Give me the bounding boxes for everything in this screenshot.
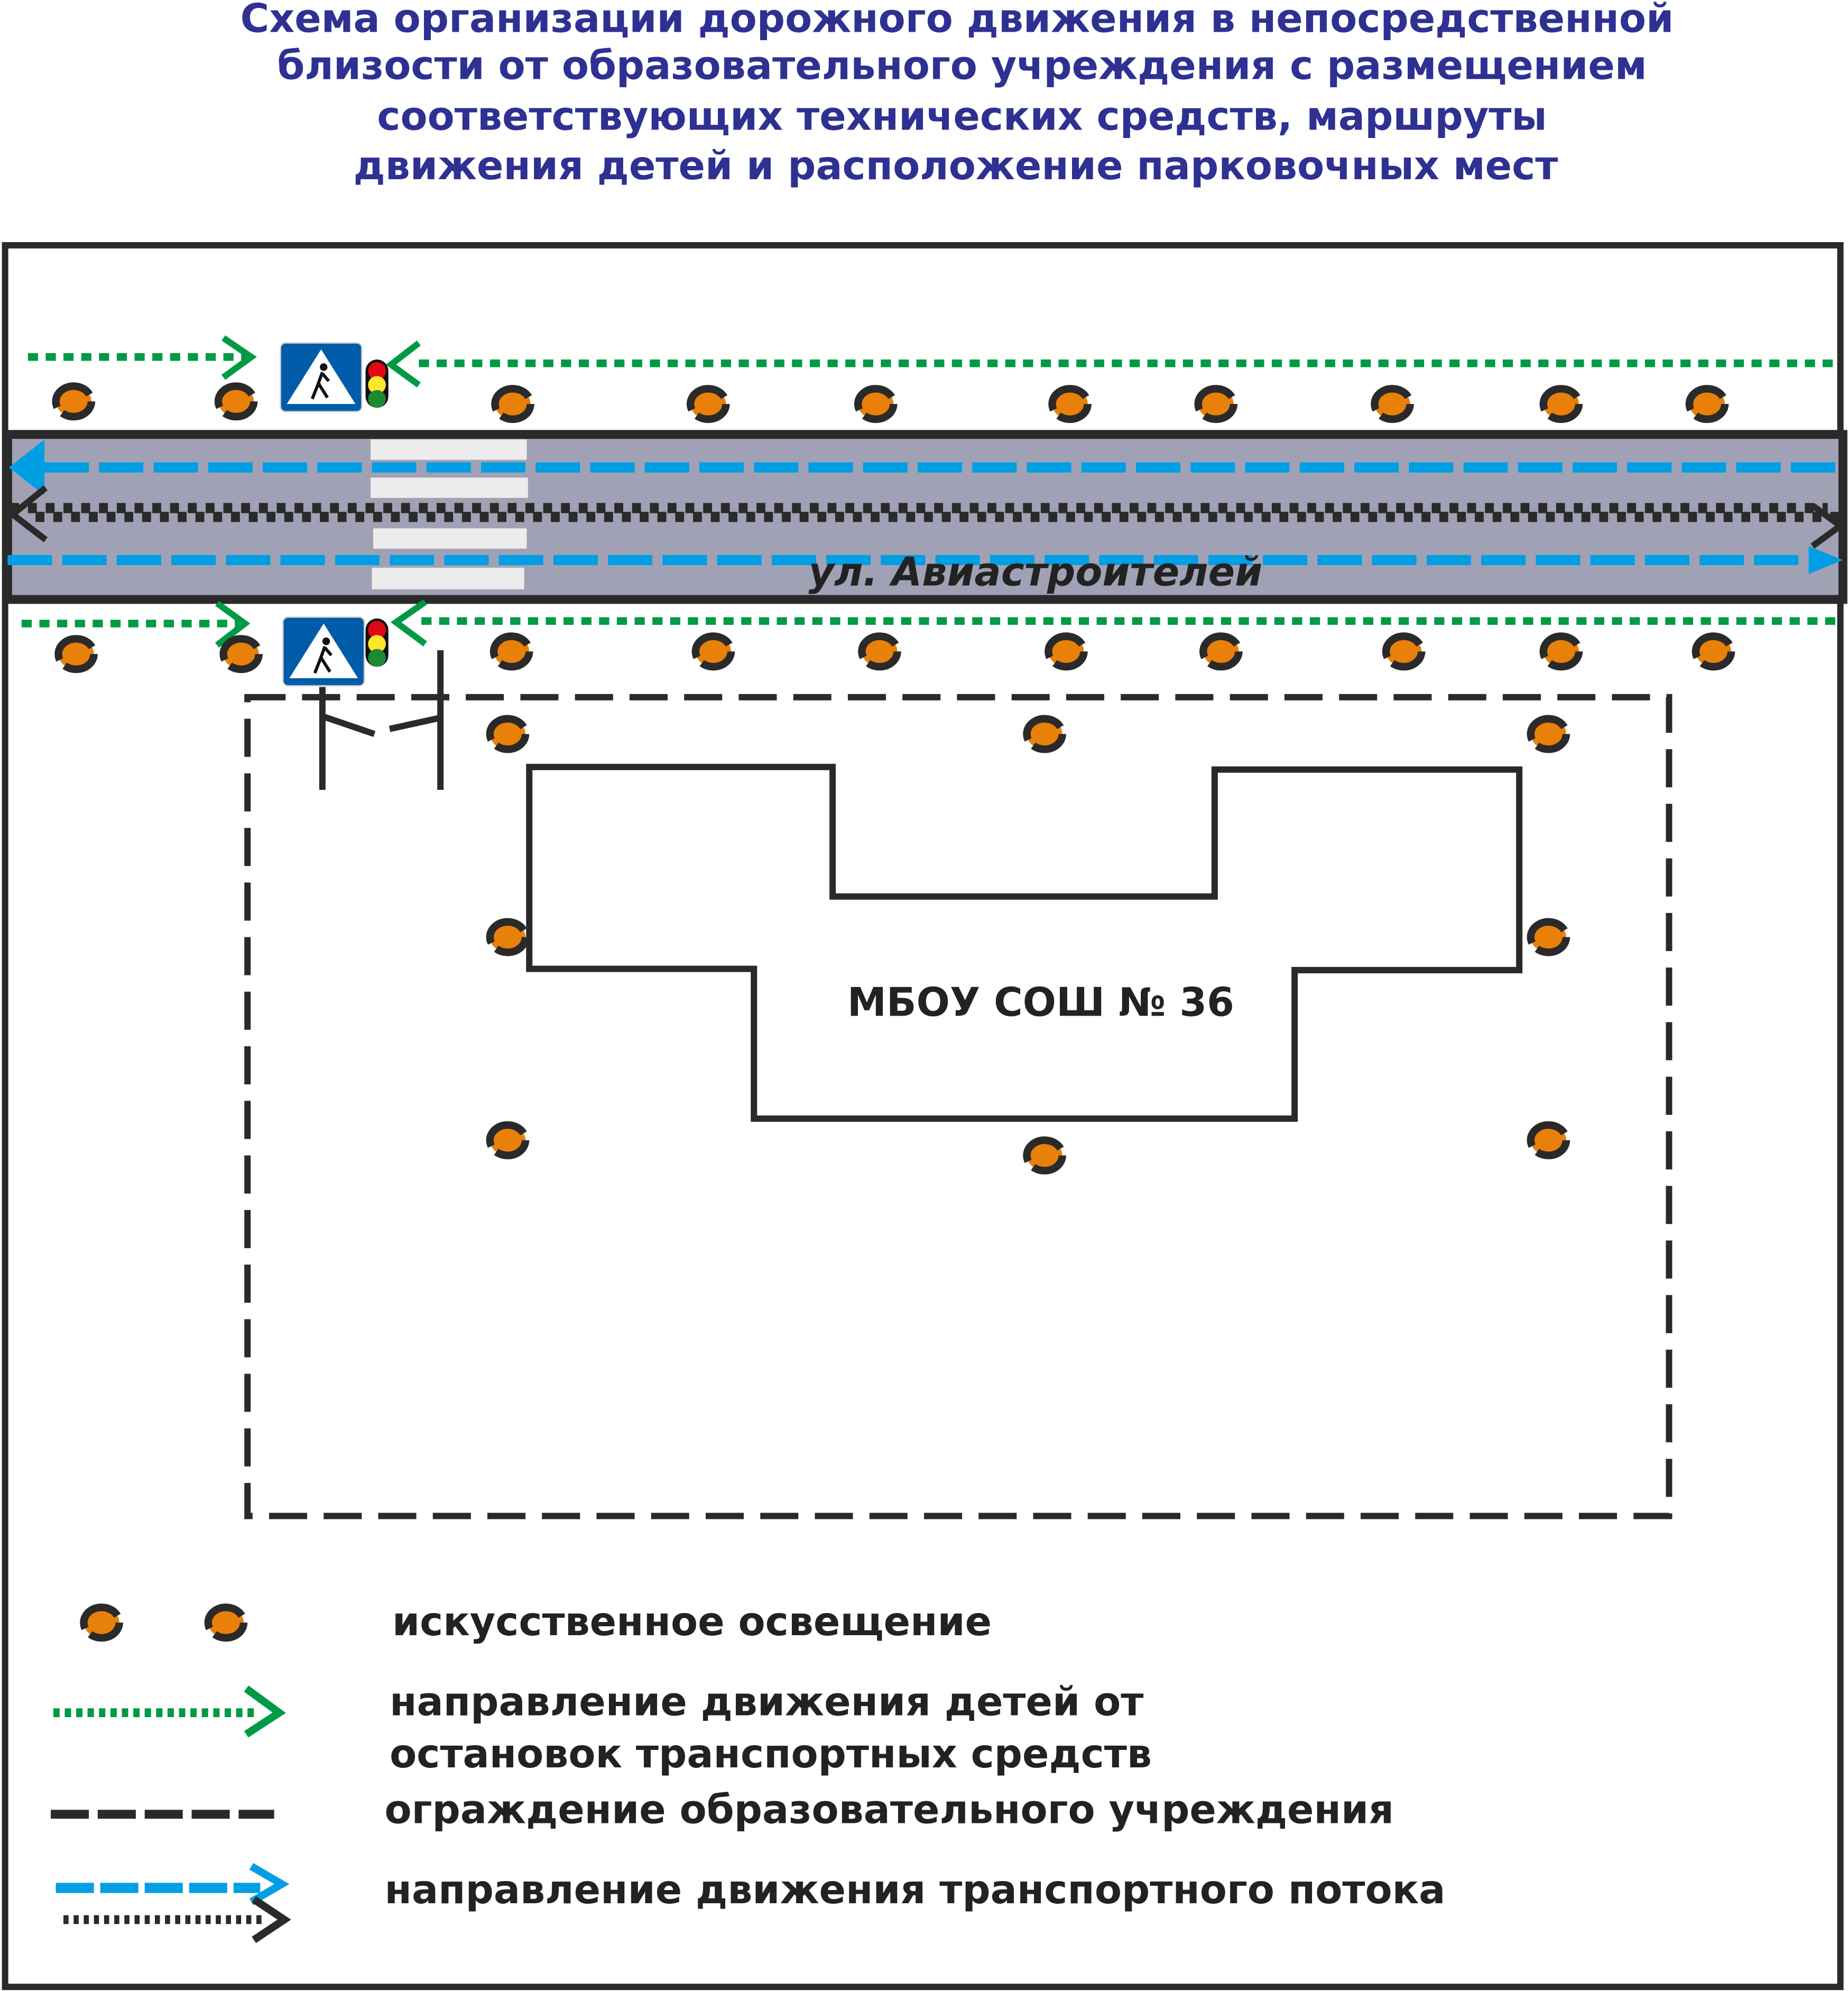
street-lamp-icon <box>1194 385 1238 423</box>
street-lamp-icon <box>1539 632 1583 671</box>
legend-fence-label: ограждение образовательного учреждения <box>385 1787 1394 1833</box>
street-name: ул. Авиастроителей <box>808 549 1262 595</box>
street-lamps <box>52 382 1735 1642</box>
title-line: соответствующих технических средств, мар… <box>377 93 1547 139</box>
street-lamp-icon <box>1685 385 1729 423</box>
arrow-icon <box>1810 503 1846 549</box>
arrow-icon <box>249 1863 290 1905</box>
street-lamp-icon <box>1048 385 1092 423</box>
street-lamp-icon <box>486 715 530 753</box>
street-lamp-icon <box>1527 715 1570 753</box>
pedestrian-crossing-sign-icon <box>280 342 363 412</box>
street-lamp-icon <box>486 918 530 956</box>
street-lamp-icon <box>1199 632 1243 671</box>
street-lamp-icon <box>858 632 901 671</box>
street-lamp-icon <box>686 385 730 423</box>
street-lamp-icon <box>486 1121 530 1159</box>
title-line: Схема организации дорожного движения в н… <box>241 0 1674 42</box>
arrow-icon <box>7 485 48 542</box>
legend-children-route-label: направление движения детей от <box>390 1679 1143 1725</box>
street-lamp-icon <box>214 382 258 421</box>
street-lamp-icon <box>1539 385 1583 423</box>
school-building <box>526 763 1523 1122</box>
street-lamp-icon <box>1045 632 1088 671</box>
street-lamp-icon <box>54 635 98 674</box>
street-lamp-icon <box>1371 385 1414 423</box>
pedestrian-crossing-sign-icon <box>282 616 365 687</box>
legend: искусственное освещение направление движ… <box>51 1599 1446 1943</box>
school-name: МБОУ СОШ № 36 <box>847 979 1234 1025</box>
street-lamp-icon <box>491 385 534 423</box>
arrow-icon <box>244 1685 286 1738</box>
street-lamp-icon <box>52 382 96 421</box>
scheme-title: Схема организации дорожного движения в н… <box>241 0 1674 189</box>
street-lamp-icon <box>219 635 263 674</box>
children-route-bottom <box>21 599 1841 648</box>
street-lamp-icon <box>1692 632 1735 671</box>
street-lamp-icon <box>854 385 898 423</box>
school-fence <box>244 694 1673 1519</box>
street-lamp-icon <box>1023 715 1066 753</box>
street-lamp-icon <box>80 1603 123 1642</box>
legend-children-route-label: остановок транспортных средств <box>390 1731 1152 1777</box>
children-route-top <box>27 335 1841 388</box>
zebra-crossing <box>371 439 528 589</box>
map-frame <box>2 242 1844 1990</box>
arrow-icon <box>8 439 45 495</box>
title-line: близости от образовательного учреждения … <box>277 42 1647 88</box>
traffic-light-icon <box>365 618 389 667</box>
street-lamp-icon <box>489 632 533 671</box>
street-lamp-icon <box>204 1603 248 1642</box>
arrow-icon <box>1808 546 1843 574</box>
street-lamp-icon <box>1382 632 1426 671</box>
school-gate <box>319 650 444 790</box>
street-lamp-icon <box>1527 1121 1570 1159</box>
arrow-icon <box>252 1896 291 1943</box>
legend-traffic-flow-label: направление движения транспортного поток… <box>385 1867 1446 1913</box>
street-lamp-icon <box>1527 918 1570 956</box>
title-line: движения детей и расположение парковочны… <box>354 143 1558 189</box>
legend-lighting-label: искусственное освещение <box>392 1599 992 1645</box>
street-lamp-icon <box>1023 1136 1066 1175</box>
street-lamp-icon <box>691 632 735 671</box>
traffic-light-icon <box>365 360 389 408</box>
